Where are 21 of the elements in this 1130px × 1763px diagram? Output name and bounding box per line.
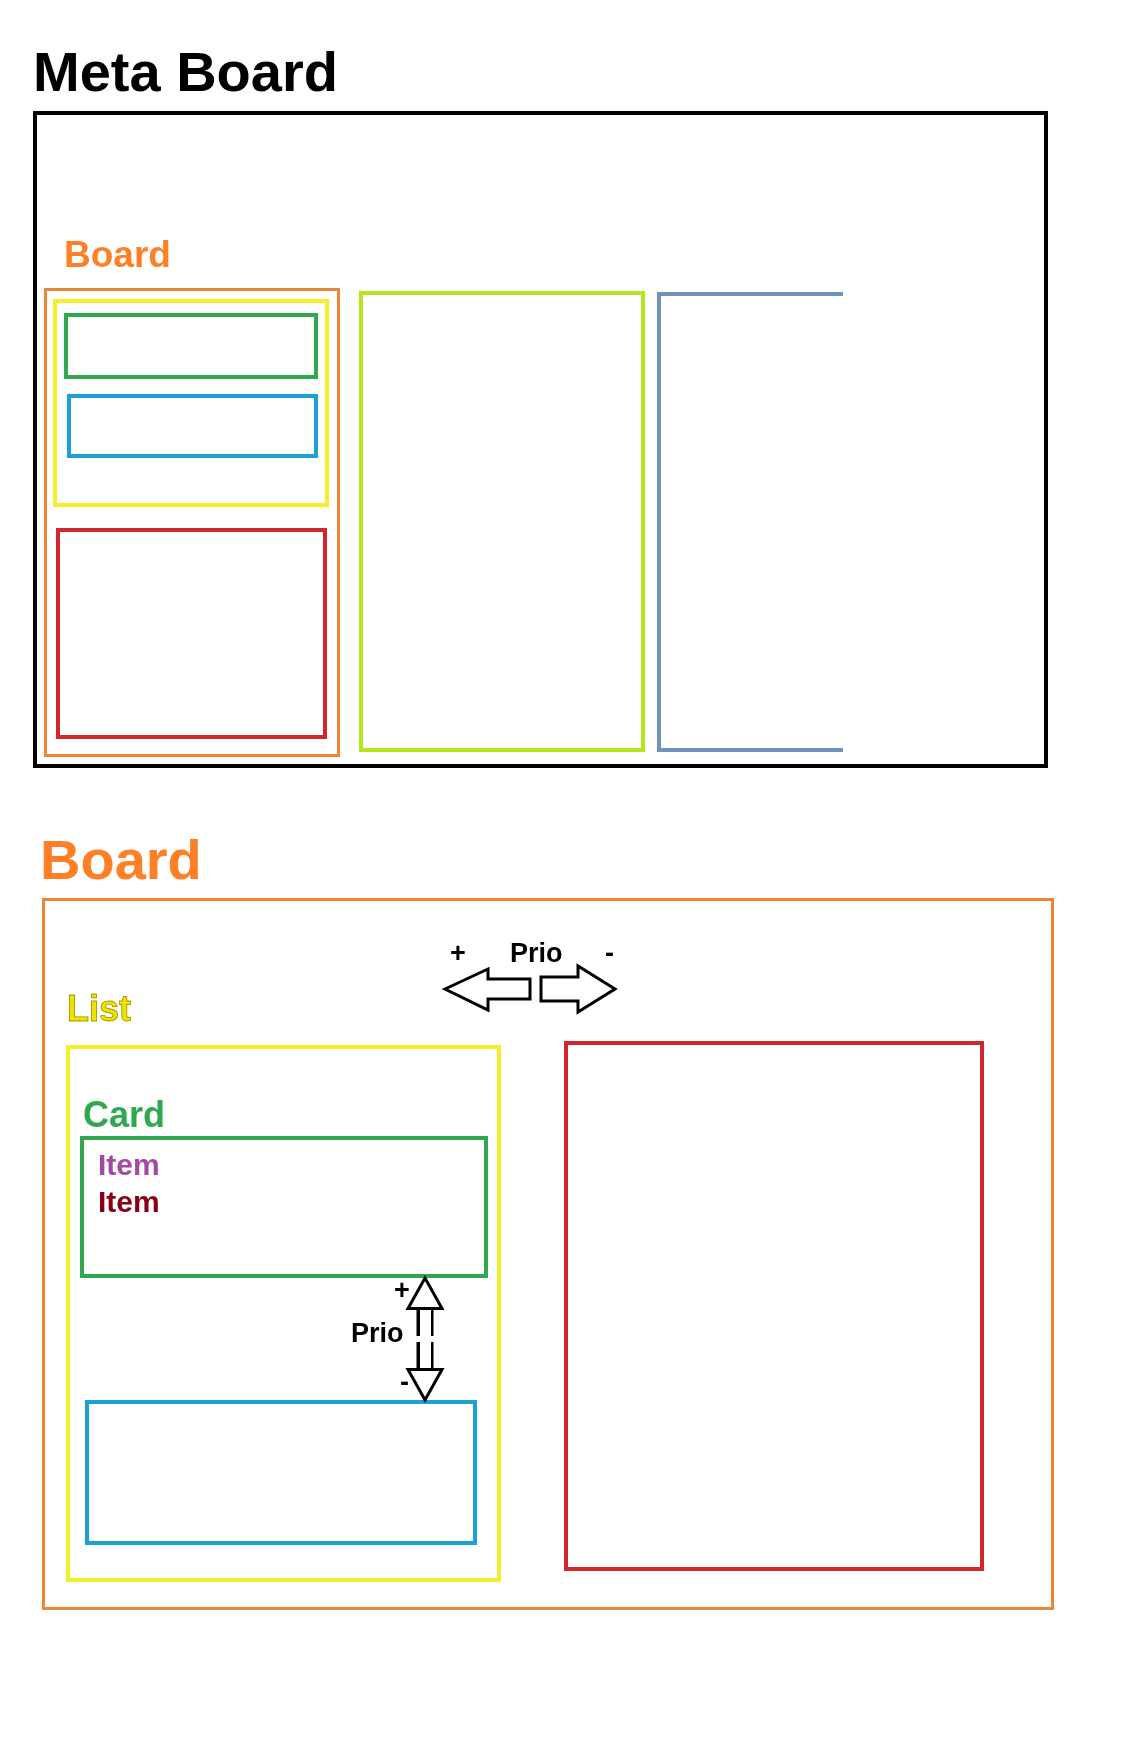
item-label: Item (98, 1183, 160, 1220)
list-frame (564, 1041, 984, 1571)
list-frame (53, 298, 329, 507)
card-title: Card (83, 1092, 166, 1137)
minus-label: - (400, 1366, 409, 1399)
minus-label: - (605, 937, 614, 970)
prio-label: Prio (510, 937, 563, 970)
board-title: Board (64, 232, 171, 277)
card-frame (64, 312, 318, 379)
list-frame (56, 527, 327, 739)
double-block-arrow (406, 1276, 444, 1402)
card-frame (85, 1399, 477, 1545)
item-label: Item (98, 1146, 160, 1183)
board-title: Board (40, 827, 202, 893)
meta-board-title: Meta Board (33, 39, 338, 105)
plus-label: + (450, 937, 466, 970)
list-title: List (67, 986, 131, 1031)
board-frame (657, 292, 843, 752)
board-frame (359, 291, 645, 752)
card-frame (67, 393, 318, 458)
plus-label: + (394, 1274, 410, 1307)
